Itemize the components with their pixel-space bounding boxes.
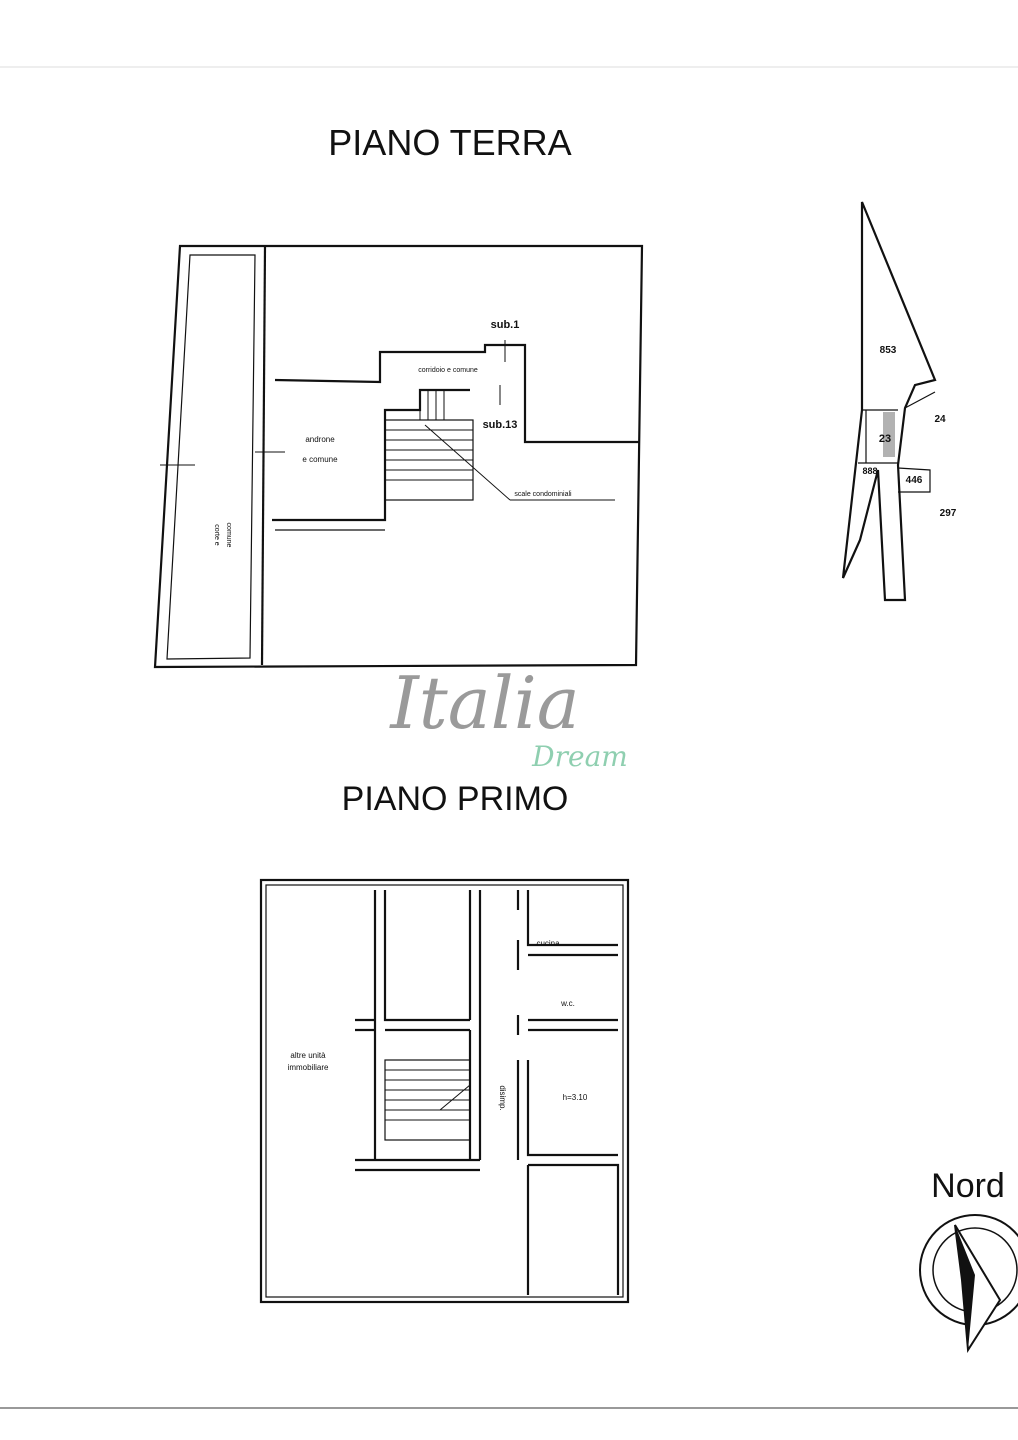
watermark-logo: Italia Dream xyxy=(388,661,627,773)
watermark-main: Italia xyxy=(388,661,579,745)
parcel-297: 297 xyxy=(940,508,957,519)
first-floor-title: PIANO PRIMO xyxy=(342,780,569,818)
corridor-label: corridoio e comune xyxy=(418,367,478,374)
courtyard-label-2: comune xyxy=(225,523,232,548)
entrance-label-1: androne xyxy=(305,435,335,444)
parcel-853: 853 xyxy=(880,345,897,356)
parcel-888: 888 xyxy=(862,466,877,476)
watermark-sub: Dream xyxy=(531,740,628,773)
north-label: Nord xyxy=(931,1167,1005,1205)
ground-floor-plan: sub.1 sub.13 corridoio e comune androne … xyxy=(153,244,644,669)
courtyard-label-1: corte e xyxy=(213,524,220,546)
ground-floor-title: PIANO TERRA xyxy=(328,122,571,163)
entrance-label-2: e comune xyxy=(302,455,338,464)
site-map: 853 24 23 888 446 297 xyxy=(841,201,957,602)
north-compass: Nord xyxy=(919,1167,1018,1354)
parcel-24: 24 xyxy=(934,414,946,425)
sub1-label: sub.1 xyxy=(491,319,520,331)
stairs-label: scale condominiali xyxy=(514,491,572,498)
kitchen-label: cucina xyxy=(536,939,560,948)
first-floor-plan: cucina w.c. h=3.10 disimp. altre unità i… xyxy=(259,878,630,1304)
parcel-23: 23 xyxy=(879,433,891,445)
parcel-446: 446 xyxy=(906,475,923,486)
hallway-label: disimp. xyxy=(498,1085,507,1110)
sub13-label: sub.13 xyxy=(483,419,518,431)
other-units-label-1: altre unità xyxy=(290,1051,326,1060)
room-height-label: h=3.10 xyxy=(563,1093,588,1102)
wc-label: w.c. xyxy=(560,999,575,1008)
other-units-label-2: immobiliare xyxy=(288,1063,329,1072)
